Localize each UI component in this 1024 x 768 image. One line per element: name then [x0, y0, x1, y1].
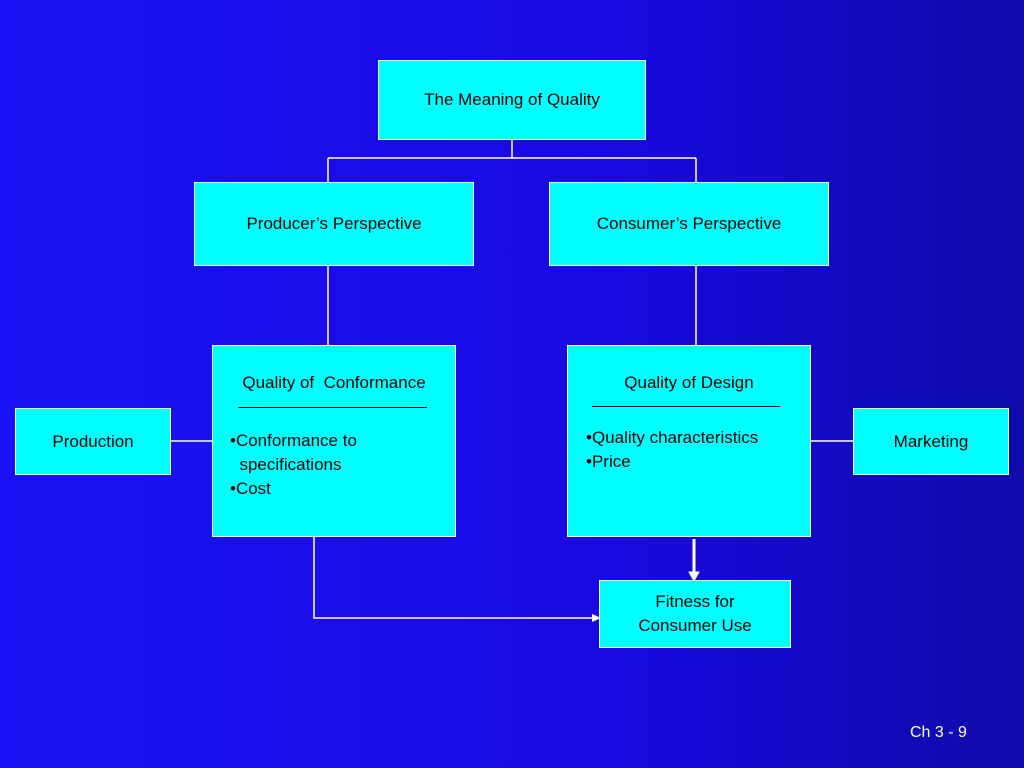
- fitness-for-consumer-use-box: Fitness for Consumer Use: [599, 580, 791, 648]
- production-label: Production: [52, 431, 134, 451]
- quality-of-conformance-title: Quality of Conformance: [242, 373, 426, 392]
- arrow-head-design: [688, 571, 700, 583]
- marketing-box: Marketing: [853, 408, 1009, 475]
- producer-perspective-label: Producer’s Perspective: [246, 214, 422, 233]
- quality-of-conformance-box: Quality of Conformance •Conformance to s…: [212, 345, 456, 537]
- consumer-perspective-box: Consumer’s Perspective: [549, 182, 829, 266]
- root-label: The Meaning of Quality: [424, 90, 600, 109]
- list-item: •Price: [586, 452, 631, 471]
- quality-of-design-divider: [592, 406, 780, 407]
- production-box: Production: [15, 408, 171, 475]
- quality-of-design-list: •Quality characteristics •Price: [586, 426, 758, 474]
- quality-of-design-box: Quality of Design •Quality characteristi…: [567, 345, 811, 537]
- arrow-head-conformance: [592, 614, 601, 622]
- quality-of-conformance-list: •Conformance to specifications •Cost: [230, 429, 357, 501]
- consumer-perspective-label: Consumer’s Perspective: [596, 214, 782, 233]
- root-box: The Meaning of Quality: [378, 60, 646, 140]
- quality-of-conformance-divider: [238, 407, 427, 408]
- list-item: •Conformance to specifications: [230, 431, 357, 474]
- marketing-label: Marketing: [893, 431, 969, 451]
- fitness-for-consumer-use-label: Fitness for Consumer Use: [638, 592, 752, 635]
- connector-conformance-to-fitness: [313, 537, 592, 619]
- quality-of-design-title: Quality of Design: [624, 373, 754, 392]
- producer-perspective-box: Producer’s Perspective: [194, 182, 474, 266]
- list-item: •Quality characteristics: [586, 428, 759, 447]
- list-item: •Cost: [230, 479, 271, 498]
- slide-number: Ch 3 - 9: [910, 724, 967, 741]
